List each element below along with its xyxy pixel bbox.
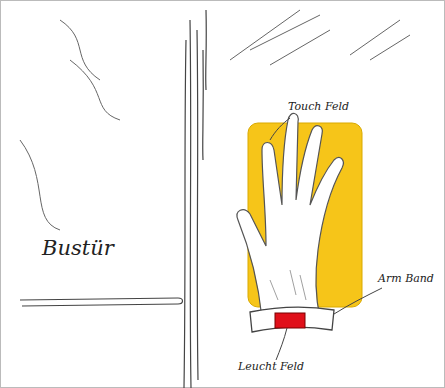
hand xyxy=(237,113,343,318)
callout-label: Arm Band xyxy=(378,272,434,285)
door-rail xyxy=(20,298,183,306)
door-edge xyxy=(184,10,206,388)
callout-label: Touch Feld xyxy=(288,100,349,113)
door-label: Bustür xyxy=(42,236,114,260)
wristband xyxy=(250,307,334,332)
hand-shading xyxy=(270,270,306,300)
light-field xyxy=(275,313,305,328)
leader-line xyxy=(270,118,382,360)
callout-label: Leucht Feld xyxy=(238,360,304,373)
